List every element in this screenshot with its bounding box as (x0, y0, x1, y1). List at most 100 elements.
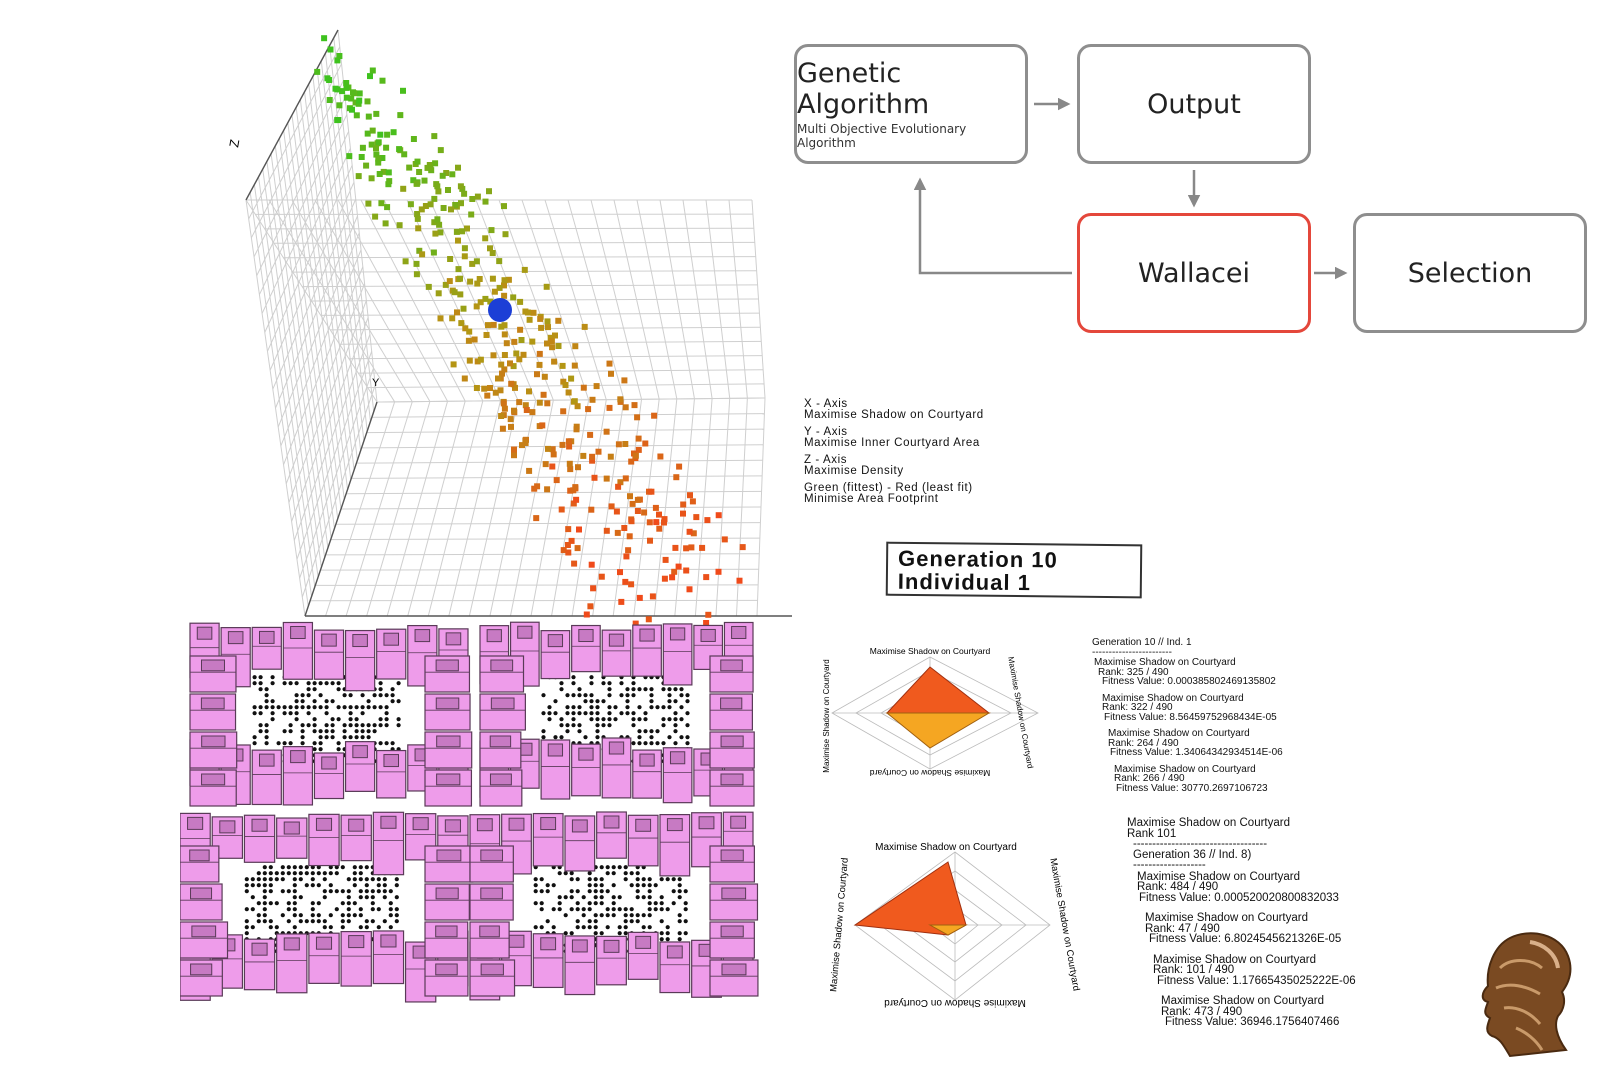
shade-dot (312, 687, 317, 692)
data-point (490, 321, 497, 328)
shade-dot (288, 681, 293, 686)
shade-dot (376, 925, 381, 930)
fitness-rank: Rank: 325 / 490 (1098, 666, 1169, 678)
data-point (690, 530, 697, 537)
shade-dot (282, 741, 287, 746)
data-point (365, 200, 372, 207)
shade-dot (262, 871, 267, 876)
shade-dot (282, 711, 287, 716)
data-point (588, 506, 595, 513)
shade-dot (569, 931, 574, 936)
fitness-rank: Rank: 264 / 490 (1108, 737, 1179, 749)
shade-dot (647, 925, 652, 930)
shade-dot (677, 889, 682, 894)
data-point (452, 202, 459, 208)
shade-dot (647, 907, 652, 912)
data-point (488, 227, 495, 234)
data-point (715, 512, 722, 519)
grid-line (256, 97, 346, 276)
shade-dot (300, 741, 305, 746)
data-point (603, 475, 610, 482)
shade-dot (595, 729, 600, 734)
data-point (673, 474, 680, 481)
data-point (547, 334, 554, 341)
shade-dot (539, 889, 544, 894)
arrow-wallacei-to-ga (913, 177, 1072, 275)
shade-dot (388, 901, 393, 906)
shade-dot (318, 705, 323, 710)
shade-dot (683, 919, 688, 924)
shade-dot (611, 895, 616, 900)
shade-dot (244, 877, 249, 882)
data-point (339, 88, 346, 95)
shade-dot (310, 901, 315, 906)
building-roof-opening (666, 945, 683, 959)
shade-dot (679, 693, 684, 698)
data-point (517, 326, 524, 333)
data-point (499, 370, 505, 377)
building-roof-opening (490, 659, 514, 672)
shade-dot (282, 729, 287, 734)
data-point (495, 375, 501, 382)
radar2-label-left: Maximise Shadow on Courtyard (830, 857, 851, 992)
shade-dot (292, 877, 297, 882)
shade-dot (599, 913, 604, 918)
shade-dot (611, 883, 616, 888)
shade-dot (677, 919, 682, 924)
shade-dot (258, 711, 263, 716)
data-point (560, 408, 567, 415)
data-point (647, 537, 653, 544)
shade-dot (252, 741, 257, 746)
data-point (461, 190, 468, 197)
data-point (487, 298, 494, 305)
data-point (410, 136, 417, 142)
shade-dot (539, 877, 544, 882)
data-point (410, 177, 417, 184)
scatter-3d-plot: Z Y X (226, 29, 792, 630)
shade-dot (358, 925, 363, 930)
data-point (457, 275, 463, 282)
fitness-rank: Rank: 266 / 490 (1114, 773, 1185, 784)
data-point (589, 453, 596, 460)
data-point (575, 464, 581, 471)
shade-dot (300, 723, 305, 728)
shade-dot (310, 919, 315, 924)
shade-dot (587, 925, 592, 930)
shade-dot (599, 877, 604, 882)
shade-dot (354, 723, 359, 728)
data-point (683, 545, 690, 552)
data-point (534, 371, 540, 378)
data-point (615, 441, 622, 448)
building-roof-opening (201, 735, 226, 748)
shade-dot (262, 877, 267, 882)
shade-dot (268, 877, 273, 882)
shade-dot (655, 705, 660, 710)
shade-dot (340, 913, 345, 918)
shade-dot (346, 877, 351, 882)
shade-dot (360, 711, 365, 716)
shade-dot (635, 895, 640, 900)
data-point (498, 361, 505, 368)
shade-dot (623, 871, 628, 876)
data-point (469, 196, 476, 202)
shade-dot (360, 735, 365, 740)
data-point (471, 336, 478, 343)
building-roof-opening (490, 697, 515, 710)
data-point (549, 344, 556, 351)
data-point (466, 328, 473, 335)
shade-dot (619, 681, 624, 686)
data-point (511, 452, 517, 459)
shade-dot (336, 717, 341, 722)
data-point (634, 496, 641, 503)
shade-dot (316, 913, 321, 918)
shade-dot (300, 699, 305, 704)
shade-dot (631, 681, 636, 686)
fitness-name: Maximise Shadow on Courtyard (1094, 657, 1236, 668)
data-point (580, 452, 587, 459)
data-point (536, 350, 543, 357)
data-point (689, 498, 696, 505)
grid-line (291, 317, 369, 522)
data-point (435, 188, 442, 195)
shade-dot (575, 877, 580, 882)
shade-dot (394, 913, 399, 918)
